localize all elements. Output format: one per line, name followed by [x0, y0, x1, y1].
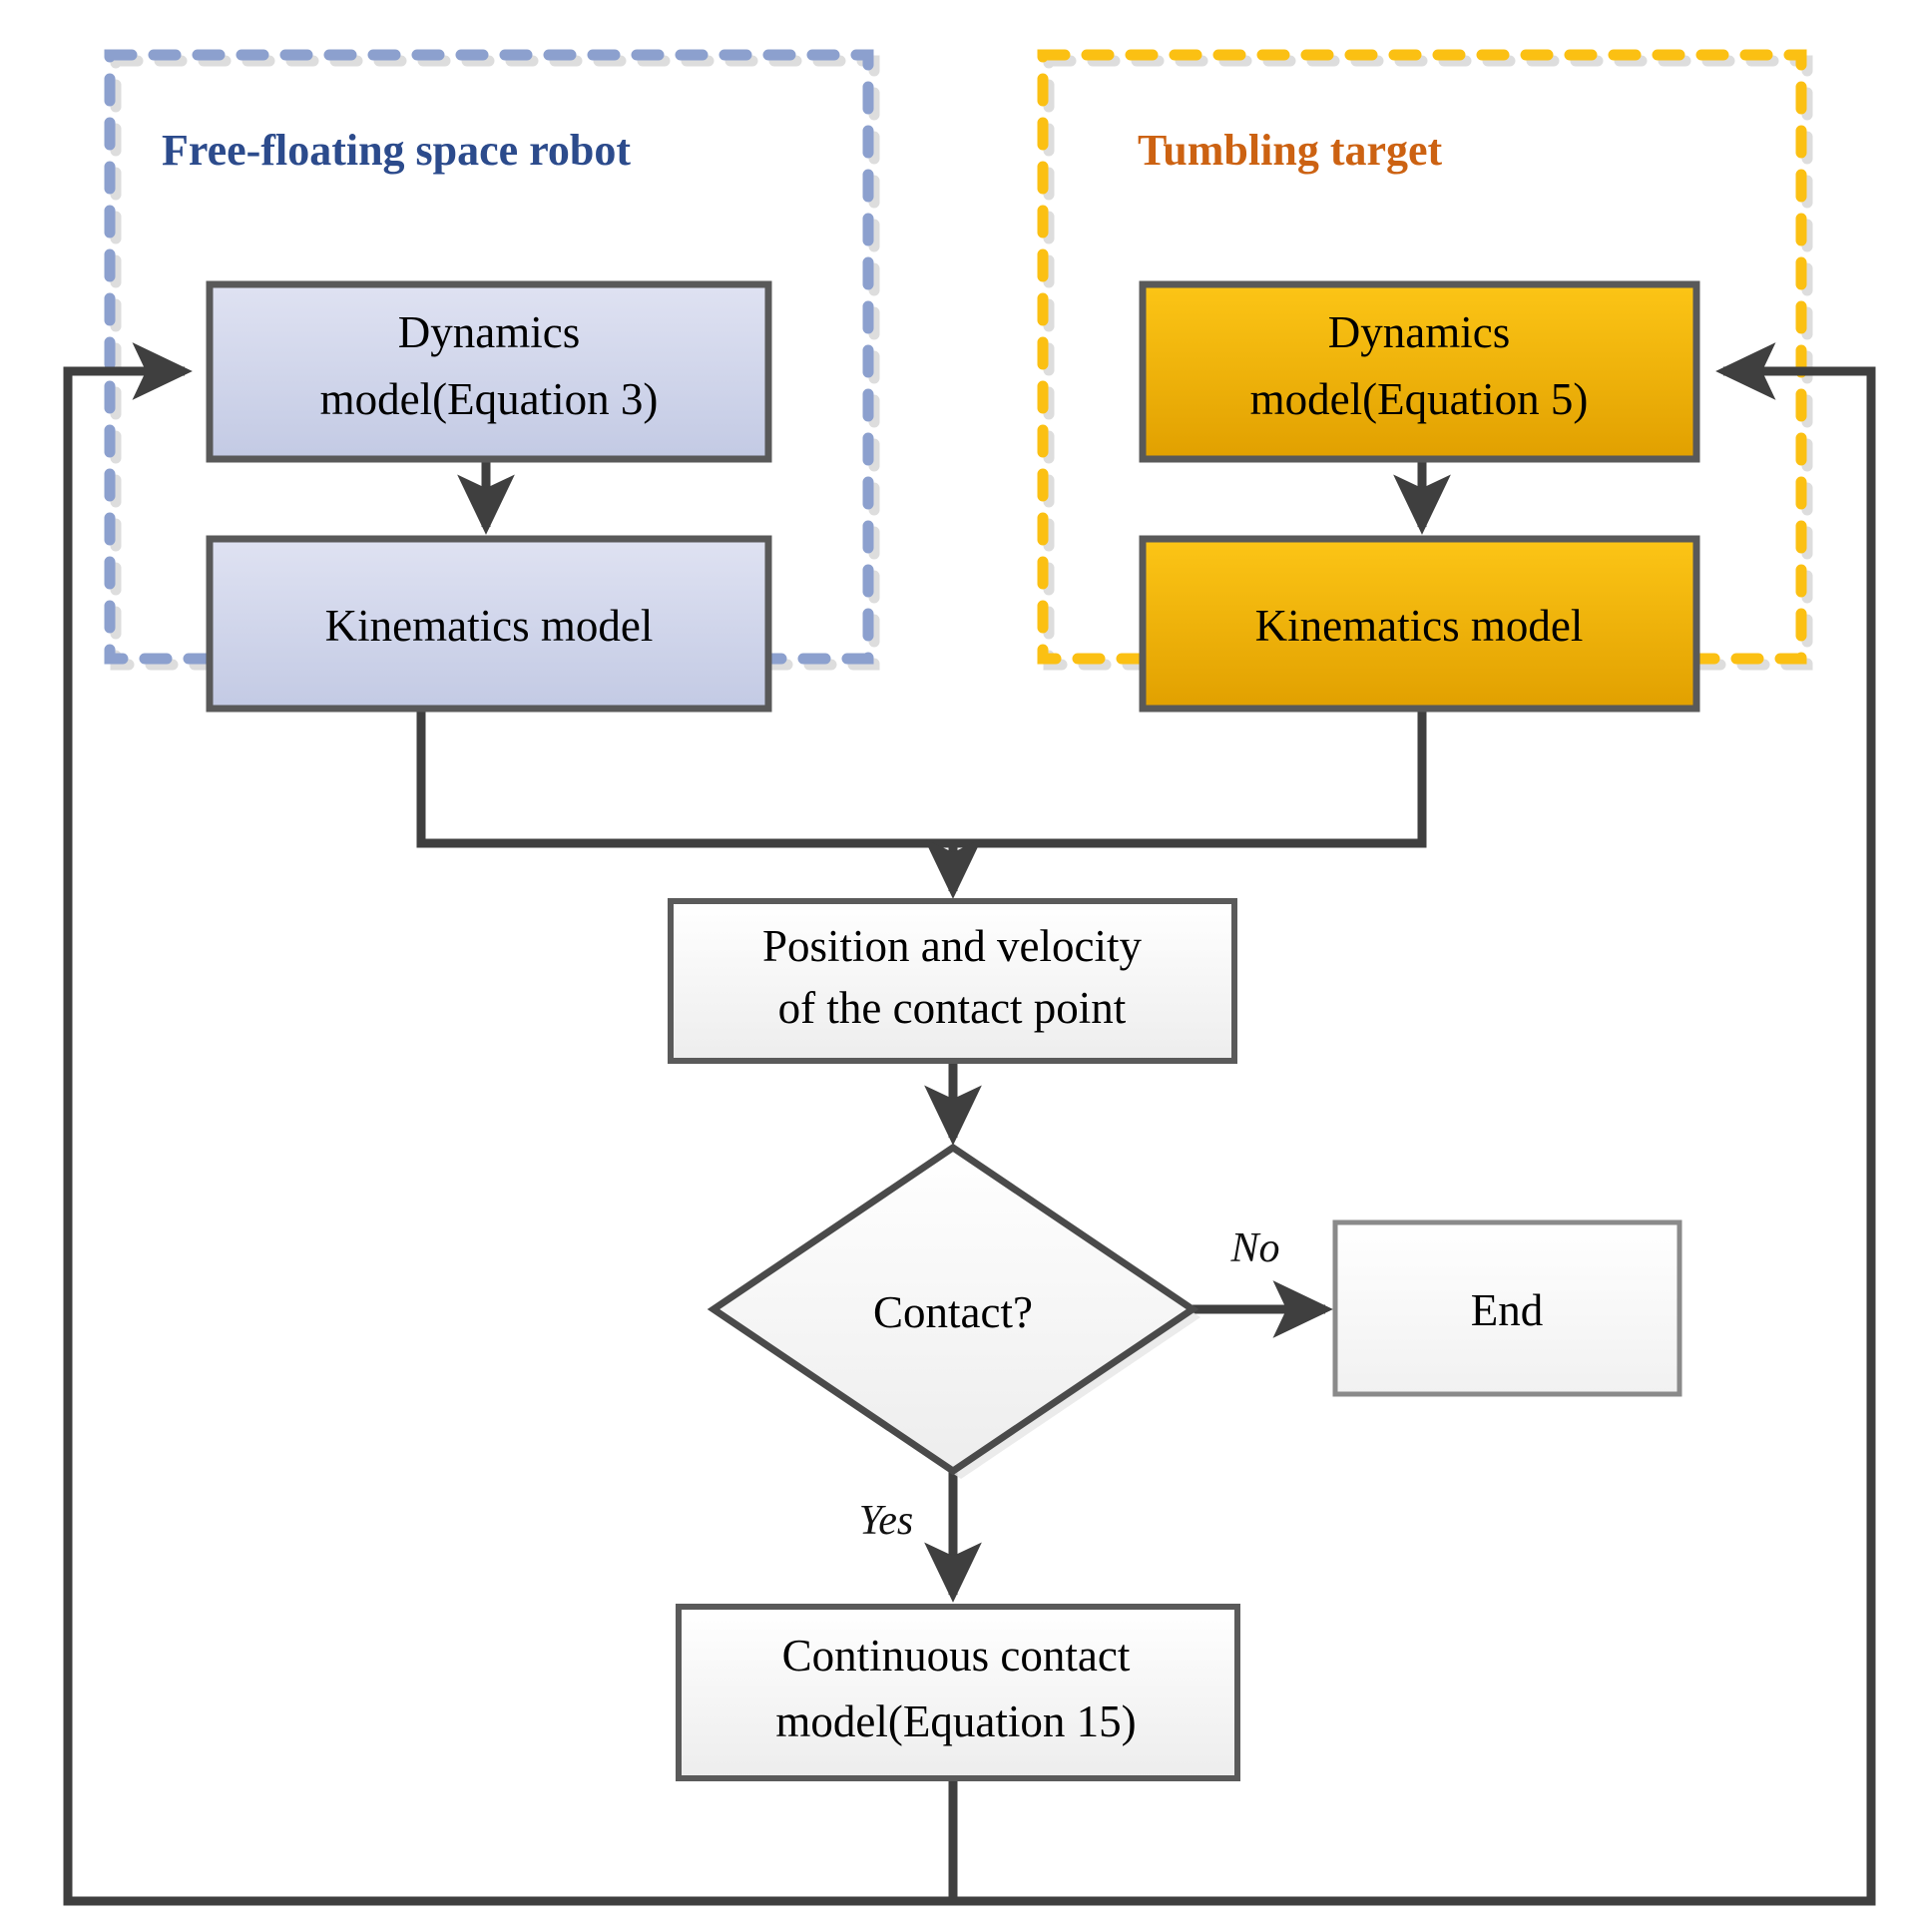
group-border-shadow-target — [1043, 55, 1813, 671]
node-contact-decision-shape[interactable] — [707, 1143, 1199, 1476]
node-robot-kinematics-label: Kinematics model — [325, 601, 654, 651]
node-continuous-contact-model-line2: model(Equation 15) — [775, 1696, 1136, 1746]
node-contact-decision-label: Contact? — [873, 1287, 1033, 1337]
node-contact-point-state-box[interactable] — [668, 898, 1237, 1064]
node-target-kinematics-box[interactable] — [1139, 535, 1700, 713]
group-free-floating-space-robot: Free-floating space robot — [104, 49, 880, 671]
group-tumbling-target: Tumbling target — [1037, 49, 1813, 671]
node-robot-dynamics-box[interactable] — [206, 280, 772, 463]
group-title-target: Tumbling target — [1138, 126, 1443, 175]
node-target-kinematics[interactable]: Kinematics model — [1139, 535, 1700, 713]
node-continuous-contact-model-box[interactable] — [676, 1604, 1240, 1781]
node-contact-point-state[interactable]: Position and velocity of the contact poi… — [668, 898, 1237, 1064]
node-continuous-contact-model[interactable]: Continuous contact model(Equation 15) — [676, 1604, 1240, 1781]
node-robot-kinematics-box[interactable] — [206, 535, 772, 713]
node-robot-kinematics[interactable]: Kinematics model — [206, 535, 772, 713]
node-robot-dynamics-line2: model(Equation 3) — [320, 374, 659, 424]
node-robot-dynamics-line1: Dynamics — [398, 307, 580, 357]
node-continuous-contact-model-line1: Continuous contact — [782, 1631, 1131, 1681]
node-target-kinematics-label: Kinematics model — [1255, 601, 1584, 651]
node-target-dynamics-line2: model(Equation 5) — [1250, 374, 1589, 424]
group-border-target — [1037, 49, 1807, 665]
node-contact-point-state-line1: Position and velocity — [762, 921, 1142, 971]
edge-target-kinematics-to-merge — [953, 709, 1427, 848]
node-robot-dynamics[interactable]: Dynamics model(Equation 3) — [206, 280, 772, 463]
connectors — [63, 342, 1876, 1906]
node-target-dynamics-box[interactable] — [1139, 280, 1700, 463]
edge-feedback-to-target-dynamics — [953, 342, 1876, 1906]
node-target-dynamics-line1: Dynamics — [1328, 307, 1510, 357]
node-end-label: End — [1471, 1285, 1544, 1335]
edge-label-no: No — [1229, 1225, 1279, 1271]
node-contact-point-state-line2: of the contact point — [778, 983, 1127, 1033]
node-end-box[interactable] — [1332, 1219, 1682, 1397]
group-border-shadow-robot — [110, 55, 880, 671]
node-target-dynamics[interactable]: Dynamics model(Equation 5) — [1139, 280, 1700, 463]
edge-robot-kinematics-to-merge — [416, 709, 953, 848]
group-border-robot — [104, 49, 874, 665]
group-title-robot: Free-floating space robot — [162, 126, 631, 175]
node-contact-decision[interactable]: Contact? — [707, 1143, 1200, 1479]
node-end[interactable]: End — [1332, 1219, 1682, 1397]
edge-label-yes: Yes — [859, 1498, 914, 1544]
